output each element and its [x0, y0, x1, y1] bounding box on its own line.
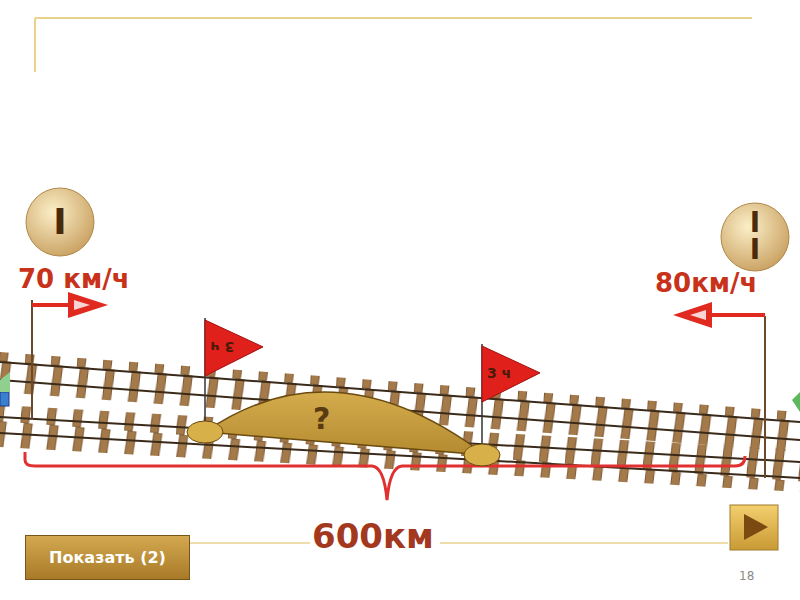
train — [0, 392, 9, 406]
page-number: 18 — [739, 569, 754, 583]
distance-label: 600км — [312, 516, 434, 556]
unknown-distance: ? — [205, 378, 487, 458]
time-text: 3 ч — [487, 364, 511, 382]
distance-brace — [25, 452, 745, 500]
time-text: 3 ч — [210, 338, 234, 356]
frame-line — [35, 17, 752, 19]
marker-line — [31, 300, 33, 420]
train-number: II — [748, 210, 762, 263]
train-circle: I — [25, 187, 95, 257]
arrow-highlight — [74, 300, 90, 310]
speed-label: 80км/ч — [655, 268, 757, 298]
direction-arrow — [673, 302, 712, 328]
train-number: I — [53, 204, 66, 240]
time-flag: 3 ч — [205, 320, 263, 376]
time-flag: 3 ч — [482, 346, 540, 402]
train-circle: II — [720, 202, 790, 272]
frame-line — [190, 542, 310, 544]
frame-line — [34, 18, 36, 72]
arrow-highlight — [690, 310, 706, 320]
next-icon — [744, 514, 768, 540]
marker-line — [764, 316, 766, 478]
mound-shape — [205, 378, 487, 458]
show-button: Показать (2) — [25, 535, 190, 580]
button-text: Показать (2) — [49, 548, 166, 567]
question-mark: ? — [313, 402, 330, 436]
train — [792, 392, 800, 412]
train — [0, 372, 10, 392]
frame-line — [440, 542, 728, 544]
direction-arrow — [68, 292, 108, 318]
speed-label: 70 км/ч — [18, 264, 129, 294]
next-button — [730, 505, 778, 550]
